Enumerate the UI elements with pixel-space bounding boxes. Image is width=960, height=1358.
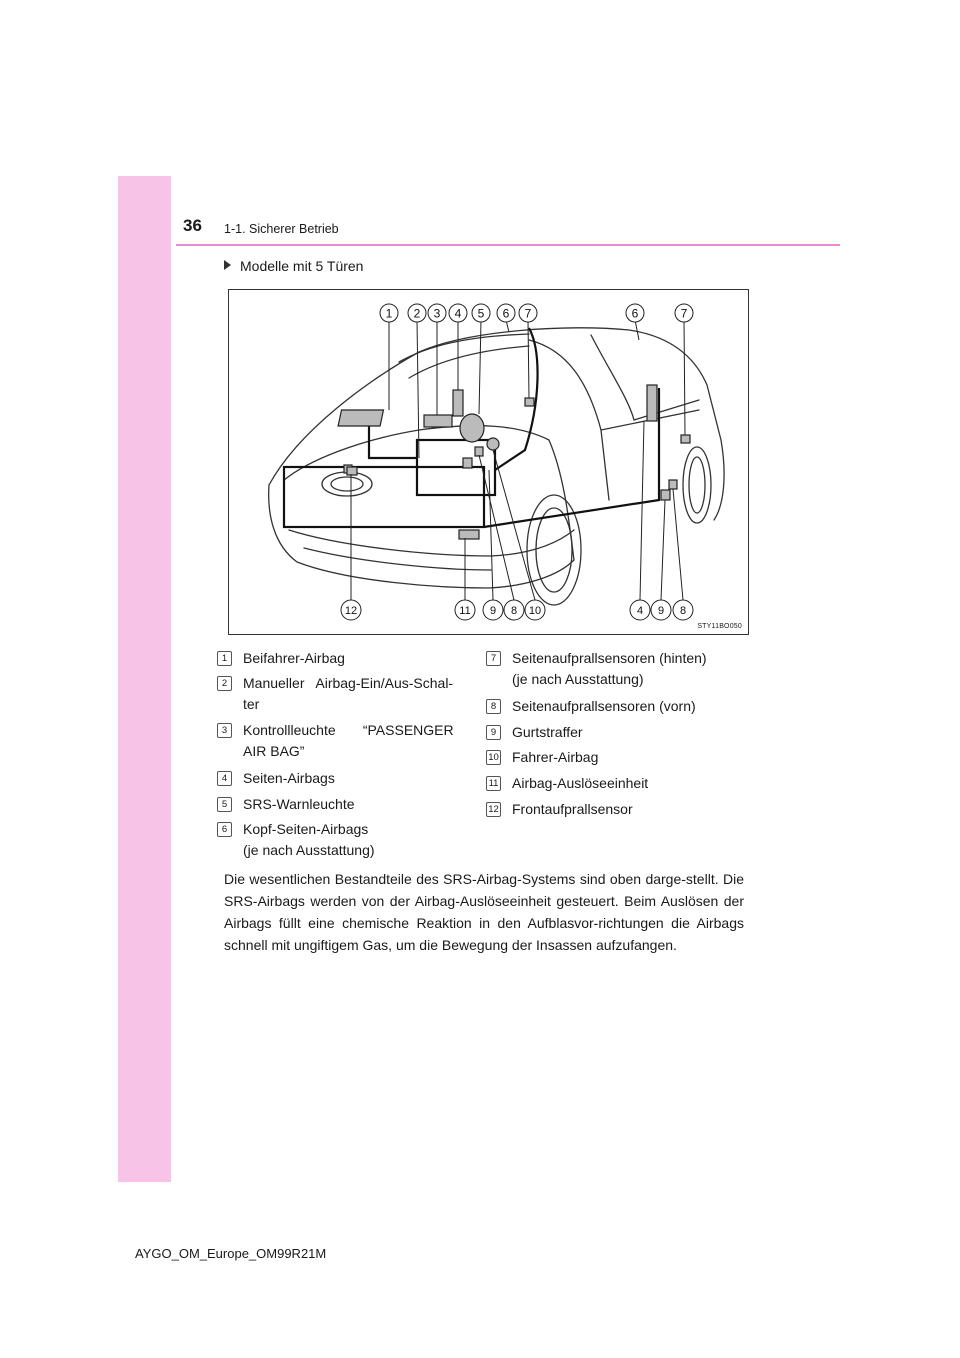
legend-item-8: 8 Seitenaufprallsensoren (vorn): [486, 696, 752, 717]
footer-document-id: AYGO_OM_Europe_OM99R21M: [135, 1246, 327, 1261]
legend-number: 1: [217, 651, 232, 666]
airbag-wiring: [282, 327, 661, 529]
legend-text: Kontrollleuchte “PASSENGER: [243, 722, 454, 738]
legend-text: Seitenaufprallsensoren (vorn): [512, 698, 696, 714]
section-title: 1-1. Sicherer Betrieb: [224, 222, 339, 236]
legend-item-11: 11 Airbag-Auslöseeinheit: [486, 773, 752, 794]
figure-code: STY11BO050: [697, 623, 742, 630]
legend-item-3: 3 Kontrollleuchte “PASSENGER AIR BAG”: [217, 720, 471, 762]
airbag-system-figure: 1 2 3 4 5 6 7 6 7 12 11 9 8 10 4 9 8 STY…: [228, 289, 749, 635]
legend-number: 2: [217, 676, 232, 691]
callout-label: 3: [434, 307, 441, 321]
legend-number: 5: [217, 797, 232, 812]
page-number: 36: [183, 216, 202, 235]
page-tab-sidebar: [118, 176, 171, 1182]
callout-leaders: [350, 319, 686, 601]
legend-text: Gurtstraffer: [512, 724, 583, 740]
callout-7-top: 7: [518, 303, 538, 323]
callout-11-bottom: 11: [454, 599, 476, 621]
legend-number: 3: [217, 723, 232, 738]
legend-number: 8: [486, 699, 501, 714]
car-airbag-illustration: 1 2 3 4 5 6 7 6 7 12 11 9 8 10 4 9 8: [268, 303, 725, 621]
legend-item-5: 5 SRS-Warnleuchte: [217, 794, 471, 815]
legend-text: Fahrer-Airbag: [512, 749, 599, 765]
legend-text: SRS-Warnleuchte: [243, 796, 355, 812]
callout-label: 1: [386, 307, 393, 321]
airbag-components: [337, 384, 691, 540]
subheading: Modelle mit 5 Türen: [224, 258, 363, 274]
legend-text-continued: (je nach Ausstattung): [243, 842, 375, 858]
callout-label: 10: [529, 605, 541, 617]
legend-text-continued: AIR BAG”: [243, 743, 305, 759]
legend-text: Seiten-Airbags: [243, 770, 335, 786]
header-rule: [176, 244, 840, 246]
legend-number: 12: [486, 802, 501, 817]
callout-10-bottom: 10: [524, 599, 546, 621]
legend-number: 4: [217, 771, 232, 786]
legend-number: 11: [486, 776, 501, 791]
legend-text: Airbag-Auslöseeinheit: [512, 775, 649, 791]
legend-item-10: 10 Fahrer-Airbag: [486, 747, 752, 768]
callouts-bottom: 12 11 9 8 10 4 9 8: [340, 599, 694, 621]
callout-label: 6: [503, 307, 510, 321]
legend-number: 7: [486, 651, 501, 666]
callout-6-top-right: 6: [625, 303, 645, 323]
callout-9-bottom: 9: [482, 599, 504, 621]
callout-9-bottom-right: 9: [650, 599, 672, 621]
legend-item-1: 1 Beifahrer-Airbag: [217, 648, 471, 669]
legend-item-4: 4 Seiten-Airbags: [217, 768, 471, 789]
callout-8-bottom-right: 8: [672, 599, 694, 621]
callout-12-bottom: 12: [340, 599, 362, 621]
legend-number: 9: [486, 725, 501, 740]
callout-3-top: 3: [427, 303, 447, 323]
callout-label: 7: [681, 307, 688, 321]
callout-2-top: 2: [407, 303, 427, 323]
callout-label: 8: [511, 605, 517, 617]
callout-label: 6: [632, 307, 639, 321]
legend-item-7: 7 Seitenaufprallsensoren (hinten) (je nach…: [486, 648, 752, 690]
legend-text: Frontaufprallsensor: [512, 801, 633, 817]
callout-label: 8: [680, 605, 686, 617]
callout-label: 4: [455, 307, 462, 321]
callout-4-bottom: 4: [629, 599, 651, 621]
legend-text: Manueller Airbag-Ein/Aus-Schal-: [243, 675, 454, 691]
legend-item-9: 9 Gurtstraffer: [486, 722, 752, 743]
legend-item-12: 12 Frontaufprallsensor: [486, 799, 752, 820]
callout-label: 12: [345, 605, 357, 617]
callout-label: 9: [490, 605, 496, 617]
callout-1-top: 1: [379, 303, 399, 323]
legend-number: 6: [217, 822, 232, 837]
legend-item-2: 2 Manueller Airbag-Ein/Aus-Schal-ter: [217, 673, 471, 715]
triangle-bullet-icon: [224, 260, 231, 270]
legend-text-continued: ter: [243, 696, 260, 712]
legend-text: Kopf-Seiten-Airbags: [243, 821, 369, 837]
callout-label: 2: [414, 307, 421, 321]
callout-label: 7: [525, 307, 532, 321]
body-paragraph: Die wesentlichen Bestandteile des SRS-Ai…: [224, 871, 744, 953]
legend-item-6: 6 Kopf-Seiten-Airbags (je nach Ausstattung…: [217, 819, 471, 861]
callout-label: 5: [478, 307, 485, 321]
callout-label: 9: [658, 605, 664, 617]
legend-text-continued: (je nach Ausstattung): [512, 671, 644, 687]
callout-5-top: 5: [471, 303, 491, 323]
legend-number: 10: [486, 750, 501, 765]
callout-7-top-right: 7: [674, 303, 694, 323]
subheading-text: Modelle mit 5 Türen: [240, 258, 364, 274]
callouts-top: 1 2 3 4 5 6 7 6 7: [379, 303, 694, 323]
callout-8-bottom: 8: [503, 599, 525, 621]
legend-text: Seitenaufprallsensoren (hinten): [512, 650, 707, 666]
callout-label: 4: [637, 605, 643, 617]
legend-text: Beifahrer-Airbag: [243, 650, 345, 666]
callout-label: 11: [459, 605, 470, 617]
callout-6-top: 6: [496, 303, 516, 323]
callout-4-top: 4: [448, 303, 468, 323]
